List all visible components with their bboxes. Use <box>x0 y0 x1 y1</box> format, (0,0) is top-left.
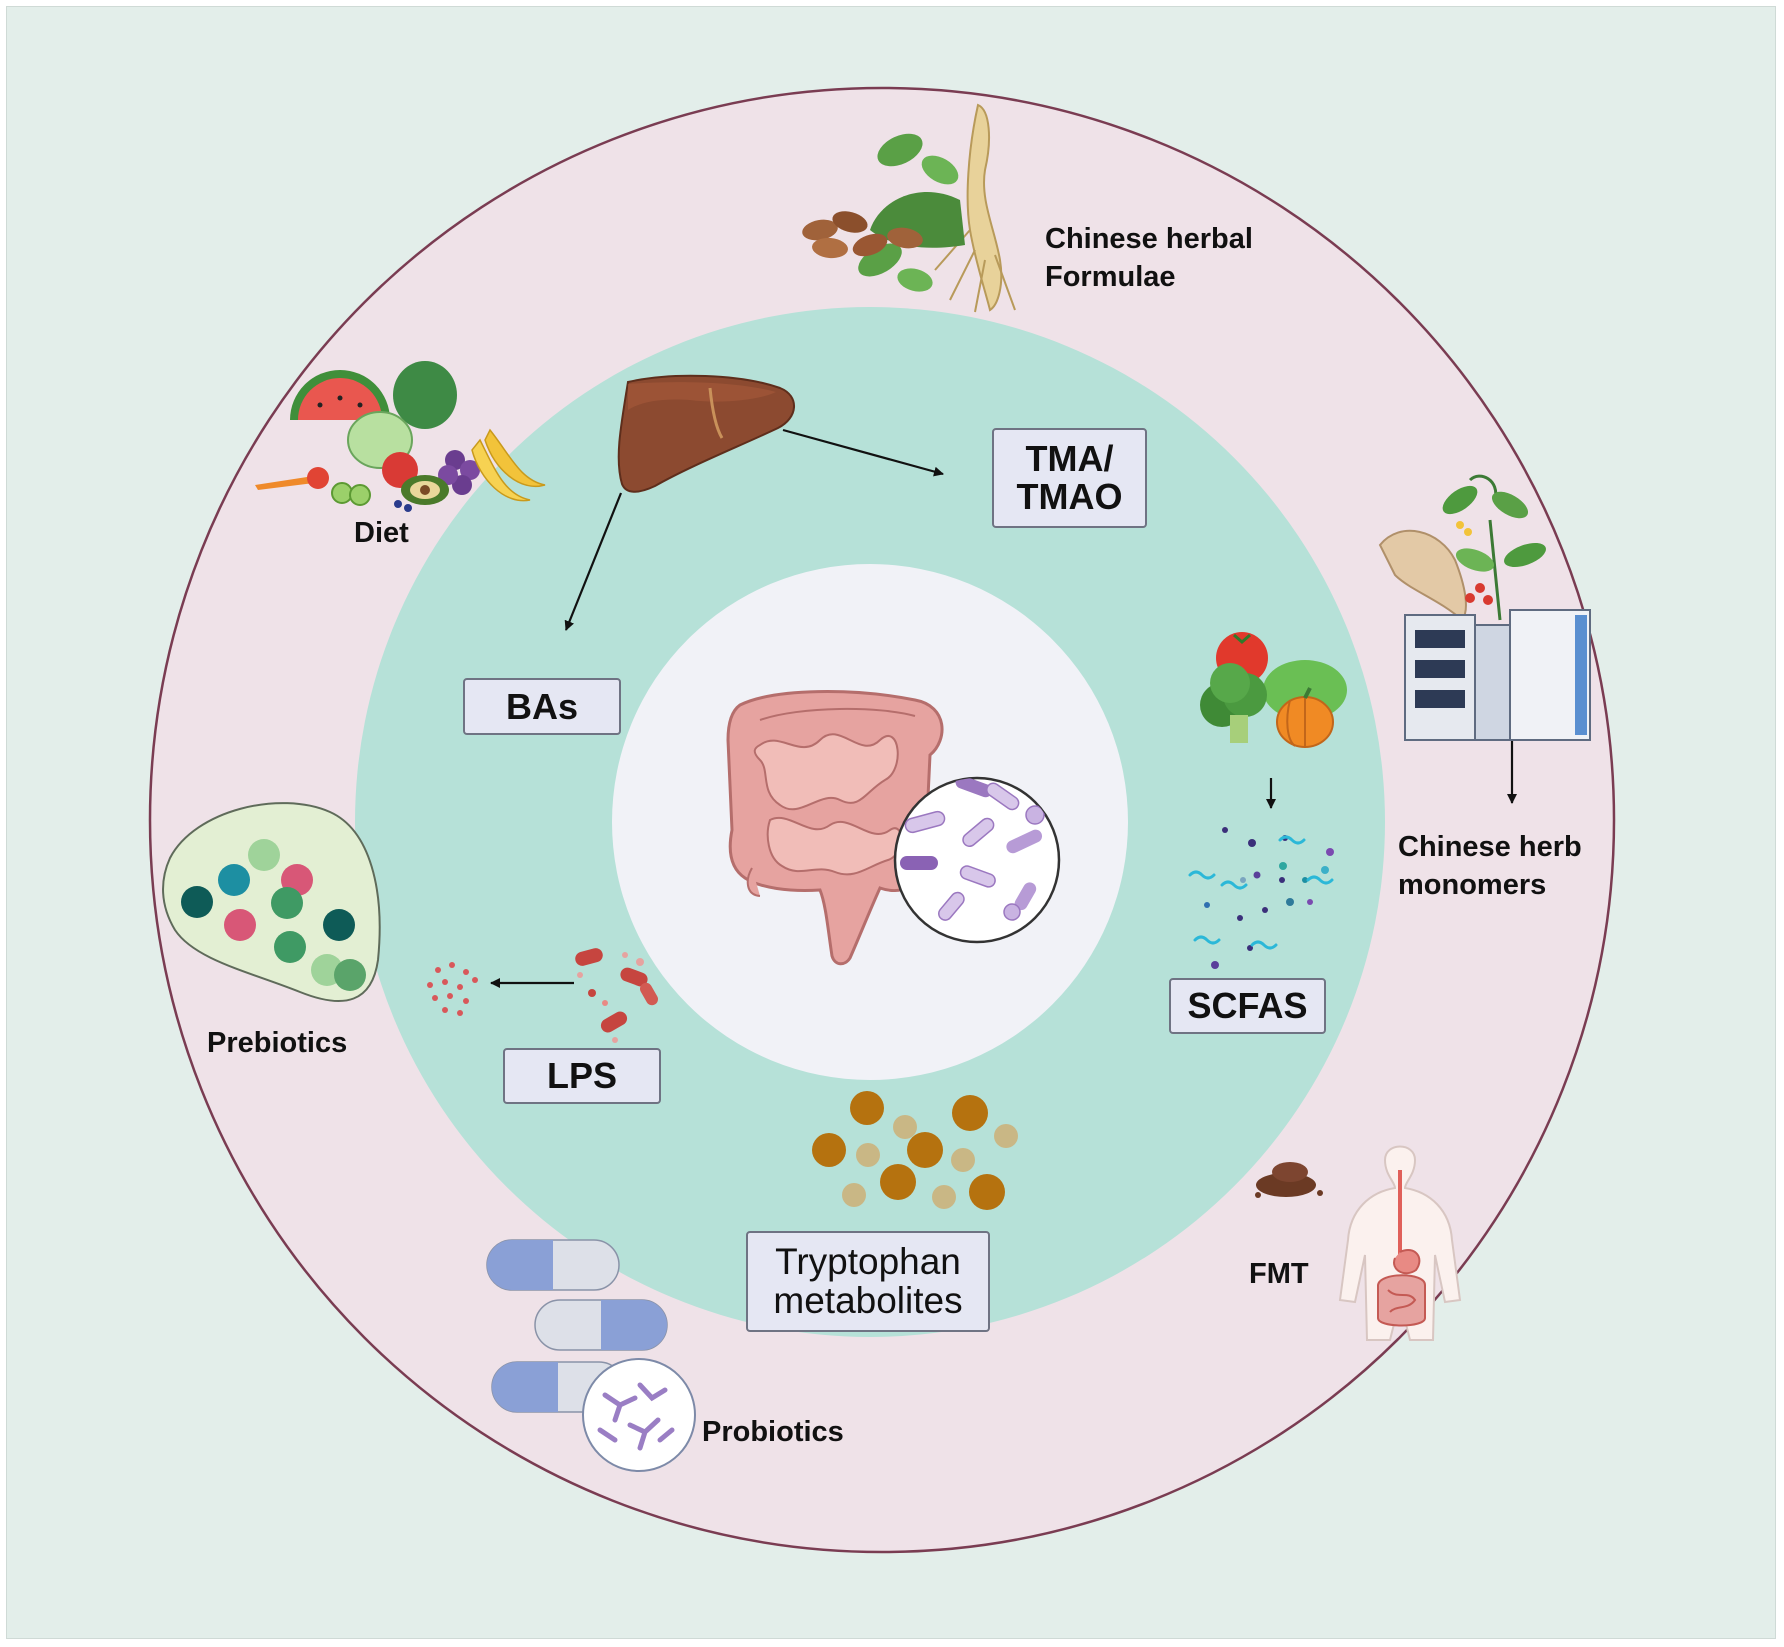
lps-particles-icon <box>427 962 478 1016</box>
human-body-gut-icon <box>1255 1145 1462 1341</box>
tryptophan-metabolites-label: Tryptophan metabolites <box>746 1231 990 1332</box>
scfas-label: SCFAS <box>1169 978 1326 1034</box>
lps-label: LPS <box>503 1048 661 1104</box>
tma-tmao-label: TMA/ TMAO <box>992 428 1147 528</box>
vegetables-icon <box>1200 632 1347 748</box>
liver-to-bas-arrow <box>564 492 623 631</box>
scfa-molecules-icon <box>1188 827 1334 969</box>
chinese-herbal-formulae-label: Chinese herbal Formulae <box>1045 223 1253 293</box>
herb-hplc-instrument-icon <box>1378 474 1591 741</box>
prebiotics-label: Prebiotics <box>207 1027 348 1059</box>
tryptophan-granules-icon <box>812 1091 1018 1210</box>
intestine-icon <box>726 690 944 966</box>
herbs-ginseng-icon <box>802 103 1016 313</box>
fmt-label: FMT <box>1249 1258 1309 1290</box>
lps-bacteria-icon <box>575 948 658 1043</box>
fruits-vegetables-icon <box>255 361 546 512</box>
liver-to-tma-arrow <box>782 428 944 477</box>
bacteria-magnifier-icon <box>893 776 1061 944</box>
bas-label: BAs <box>463 678 621 735</box>
diet-label: Diet <box>354 517 409 549</box>
liver-icon <box>617 374 795 493</box>
prebiotic-fibers-icon <box>162 802 381 1002</box>
probiotics-label: Probiotics <box>702 1416 844 1448</box>
chinese-herb-monomers-label: Chinese herb monomers <box>1398 831 1582 901</box>
probiotic-capsules-icon <box>486 1239 696 1472</box>
